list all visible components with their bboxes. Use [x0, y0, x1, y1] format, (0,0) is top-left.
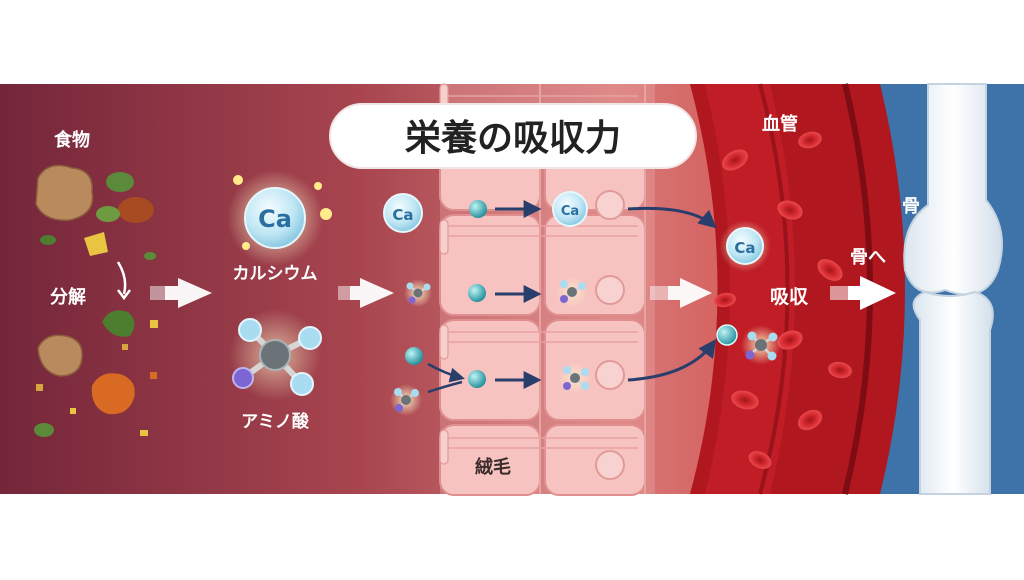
food-particle-icon: [122, 344, 128, 350]
amino-acid-molecule-icon: [390, 384, 422, 416]
food-particle-icon: [140, 430, 148, 436]
calcium-symbol: Ca: [392, 206, 413, 224]
food-particle-icon: [144, 252, 156, 260]
amino-acid-molecule-icon: [556, 276, 588, 308]
amino-acid-molecule-icon: [404, 279, 432, 307]
food-particle-icon: [34, 423, 54, 437]
label-bone: 骨: [902, 196, 920, 217]
food-particle-icon: [150, 372, 157, 379]
amino-acid-molecule-icon: [741, 325, 781, 365]
calcium-ion-icon: [468, 284, 486, 302]
calcium-ion-icon: [717, 325, 737, 345]
label-amino-acid: アミノ酸: [241, 411, 310, 432]
food-particle-icon: [118, 197, 154, 223]
label-absorption: 吸収: [770, 286, 809, 308]
label-blood-vessel: 血管: [762, 113, 798, 135]
food-particle-icon: [106, 172, 134, 192]
amino-acid-molecule-icon: [229, 309, 321, 401]
food-particle-icon: [40, 235, 56, 245]
calcium-symbol: Ca: [561, 204, 579, 219]
label-food: 食物: [53, 129, 90, 151]
food-particle-icon: [36, 384, 43, 391]
page-title: 栄養の吸収力: [405, 118, 621, 159]
calcium-symbol: Ca: [734, 239, 755, 257]
label-breakdown: 分解: [50, 286, 86, 308]
food-particle-icon: [150, 320, 158, 328]
label-villi: 絨毛: [475, 456, 511, 478]
calcium-ion-icon: [405, 347, 423, 365]
label-to-bone: 骨へ: [850, 247, 886, 268]
food-particle-icon: [96, 206, 120, 222]
food-particle-icon: [36, 166, 93, 221]
food-particle-icon: [70, 408, 76, 414]
calcium-symbol: Ca: [258, 205, 292, 233]
calcium-ion-icon: [469, 200, 487, 218]
calcium-ion-icon: [468, 370, 486, 388]
label-calcium: カルシウム: [233, 264, 318, 284]
amino-acid-molecule-icon: [559, 362, 591, 394]
